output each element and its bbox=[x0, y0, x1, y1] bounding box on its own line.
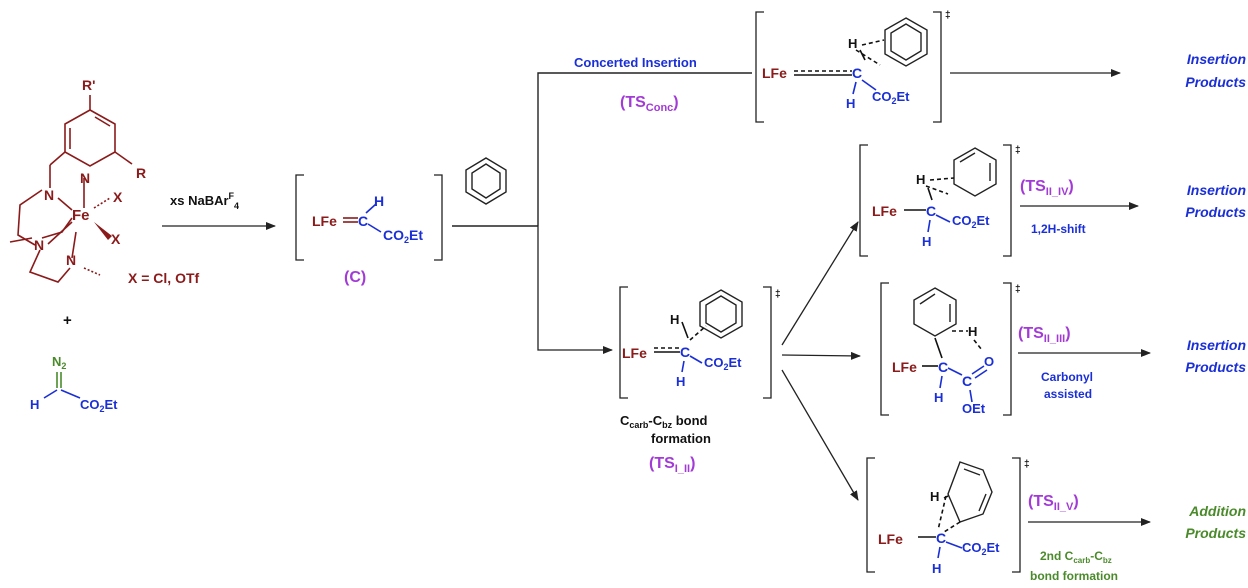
conc-c-label: C bbox=[852, 65, 862, 81]
x-bottom-label: X bbox=[111, 231, 121, 247]
dagger-v: ‡ bbox=[1024, 459, 1030, 470]
iron-catalyst: R' R N N N N Fe X X X = Cl, OTf bbox=[9, 77, 200, 286]
iii-note-line1: Carbonyl bbox=[1041, 370, 1093, 384]
pyridine-ring bbox=[64, 109, 116, 167]
v-ester-label: CO2Et bbox=[962, 540, 1000, 557]
r-label: R bbox=[136, 165, 146, 181]
iv-ester-label: CO2Et bbox=[952, 213, 990, 230]
iv-product-line1: Insertion bbox=[1187, 182, 1246, 198]
plus-sign: + bbox=[63, 312, 72, 329]
x-top-label: X bbox=[113, 189, 123, 205]
v-product-line1: Addition bbox=[1188, 503, 1246, 519]
ts-concerted-structure: ‡ H LFe C H CO2Et bbox=[755, 10, 951, 123]
iii-c-label: C bbox=[938, 359, 948, 375]
ts-ii-v-structure: ‡ H LFe C H CO2Et bbox=[866, 457, 1030, 576]
v-lfe-label: LFe bbox=[878, 531, 903, 547]
iii-h-label: H bbox=[968, 324, 977, 339]
ts1-lfe-label: LFe bbox=[622, 345, 647, 361]
concerted-branch bbox=[537, 72, 752, 226]
arrow-to-ts-v bbox=[781, 369, 859, 501]
amine-n-bottom-label: N bbox=[66, 252, 76, 268]
conc-lfe-label: LFe bbox=[762, 65, 787, 81]
iv-note: 1,2H-shift bbox=[1031, 222, 1086, 236]
iv-h-bottom-label: H bbox=[922, 234, 931, 249]
iv-product-line2: Products bbox=[1185, 204, 1246, 220]
amine-n-left-label: N bbox=[34, 237, 44, 253]
dagger-conc: ‡ bbox=[945, 10, 951, 21]
dagger-iii: ‡ bbox=[1015, 284, 1021, 295]
dagger-ts1: ‡ bbox=[775, 289, 781, 300]
iii-o-label: O bbox=[984, 354, 994, 369]
amine-n-top-label: N bbox=[44, 187, 54, 203]
iii-note-line2: assisted bbox=[1044, 387, 1092, 401]
dagger-iv: ‡ bbox=[1015, 145, 1021, 156]
ts1-h-bottom-label: H bbox=[676, 374, 685, 389]
pyridine-n-label: N bbox=[80, 170, 90, 186]
benzene-reagent bbox=[465, 157, 507, 205]
iii-c2-label: C bbox=[962, 373, 972, 389]
ts1-c-label: C bbox=[680, 344, 690, 360]
v-h-bottom-label: H bbox=[932, 561, 941, 576]
carbene-c-label: C bbox=[358, 213, 368, 229]
conc-ester-label: CO2Et bbox=[872, 89, 910, 106]
v-note-line2: bond formation bbox=[1030, 569, 1118, 583]
conc-product-line1: Insertion bbox=[1187, 51, 1246, 67]
iii-oet-label: OEt bbox=[962, 401, 986, 416]
conc-product-line2: Products bbox=[1185, 74, 1246, 90]
stepwise-branch bbox=[537, 226, 613, 354]
v-note-line1: 2nd Ccarb-Cbz bbox=[1040, 549, 1112, 565]
diazo-ester-label: CO2Et bbox=[80, 397, 118, 414]
r-prime-label: R' bbox=[82, 77, 95, 93]
carbene-h-label: H bbox=[374, 193, 384, 209]
fe-label: Fe bbox=[72, 207, 90, 224]
ts1-caption-line1: Ccarb-Cbz bond bbox=[620, 413, 708, 430]
x-definition: X = Cl, OTf bbox=[128, 270, 200, 286]
ts-i-ii-label: (TSI_II) bbox=[649, 455, 695, 475]
arrow-to-ts-iv bbox=[781, 221, 859, 346]
conc-h-bottom-label: H bbox=[846, 96, 855, 111]
iii-product-line2: Products bbox=[1185, 359, 1246, 375]
ts-ii-iii-structure: ‡ H LFe C H C O OEt bbox=[880, 282, 1021, 416]
v-c-label: C bbox=[936, 530, 946, 546]
iii-product-line1: Insertion bbox=[1187, 337, 1246, 353]
ts1-ester-label: CO2Et bbox=[704, 355, 742, 372]
ts-ii-iv-label: (TSII_IV) bbox=[1020, 178, 1074, 198]
carbene-ester-label: CO2Et bbox=[383, 227, 423, 245]
ethyl-diazoacetate: N2 H CO2Et bbox=[30, 354, 118, 414]
reagent-label: xs NaBArF4 bbox=[170, 191, 239, 211]
ts-conc-label: (TSConc) bbox=[620, 94, 679, 114]
carbene-intermediate: LFe C H CO2Et (C) bbox=[295, 174, 443, 286]
iii-lfe-label: LFe bbox=[892, 359, 917, 375]
ts-ii-iii-label: (TSII_III) bbox=[1018, 325, 1071, 345]
ts-ii-iv-structure: ‡ H LFe C H CO2Et bbox=[859, 144, 1021, 257]
diazo-h-label: H bbox=[30, 397, 39, 412]
diazo-n-label: N2 bbox=[52, 354, 66, 371]
iv-c-label: C bbox=[926, 203, 936, 219]
iii-h-bottom-label: H bbox=[934, 390, 943, 405]
ts1-h-top-label: H bbox=[670, 312, 679, 327]
ts-ii-v-label: (TSII_V) bbox=[1028, 493, 1079, 513]
carbene-label: (C) bbox=[344, 269, 366, 286]
ts-i-ii-structure: ‡ H LFe C H CO2Et bbox=[619, 286, 781, 399]
v-h-top-label: H bbox=[930, 489, 939, 504]
arrow-to-ts-iii bbox=[781, 351, 861, 360]
conc-h-top-label: H bbox=[848, 36, 857, 51]
ts1-caption-line2: formation bbox=[651, 431, 711, 446]
v-product-line2: Products bbox=[1185, 525, 1246, 541]
iv-lfe-label: LFe bbox=[872, 203, 897, 219]
iv-h-top-label: H bbox=[916, 172, 925, 187]
concerted-title: Concerted Insertion bbox=[574, 55, 697, 70]
carbene-lfe-label: LFe bbox=[312, 213, 337, 229]
